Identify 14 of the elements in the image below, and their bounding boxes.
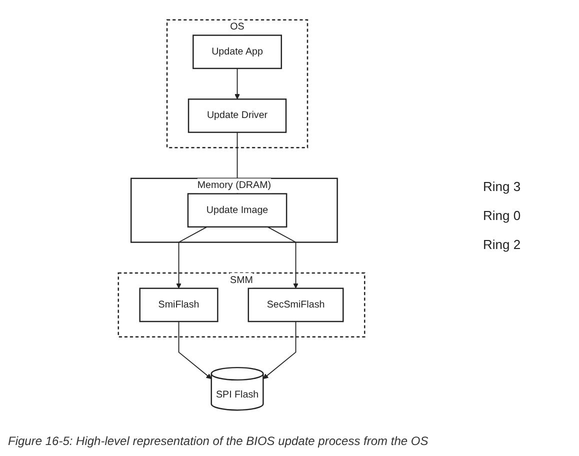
node-box: SecSmiFlash bbox=[248, 288, 344, 322]
arrow bbox=[178, 321, 212, 380]
ring-label: Ring 0 bbox=[483, 208, 522, 222]
arrow bbox=[262, 321, 296, 380]
node-box: Update Image bbox=[187, 193, 288, 228]
ring-label: Ring 3 bbox=[483, 178, 522, 194]
figure-caption: Figure 16-5: High-level representation of the BIOS update process from the OS bbox=[7, 433, 430, 450]
arrow bbox=[234, 68, 240, 100]
node-box: Update Driver bbox=[188, 98, 287, 133]
node-box: SmiFlash bbox=[139, 288, 218, 322]
ring-label: Ring 2 bbox=[483, 236, 522, 252]
arrow bbox=[267, 226, 298, 289]
node-box: Update App bbox=[192, 34, 282, 70]
arrow bbox=[176, 226, 208, 289]
